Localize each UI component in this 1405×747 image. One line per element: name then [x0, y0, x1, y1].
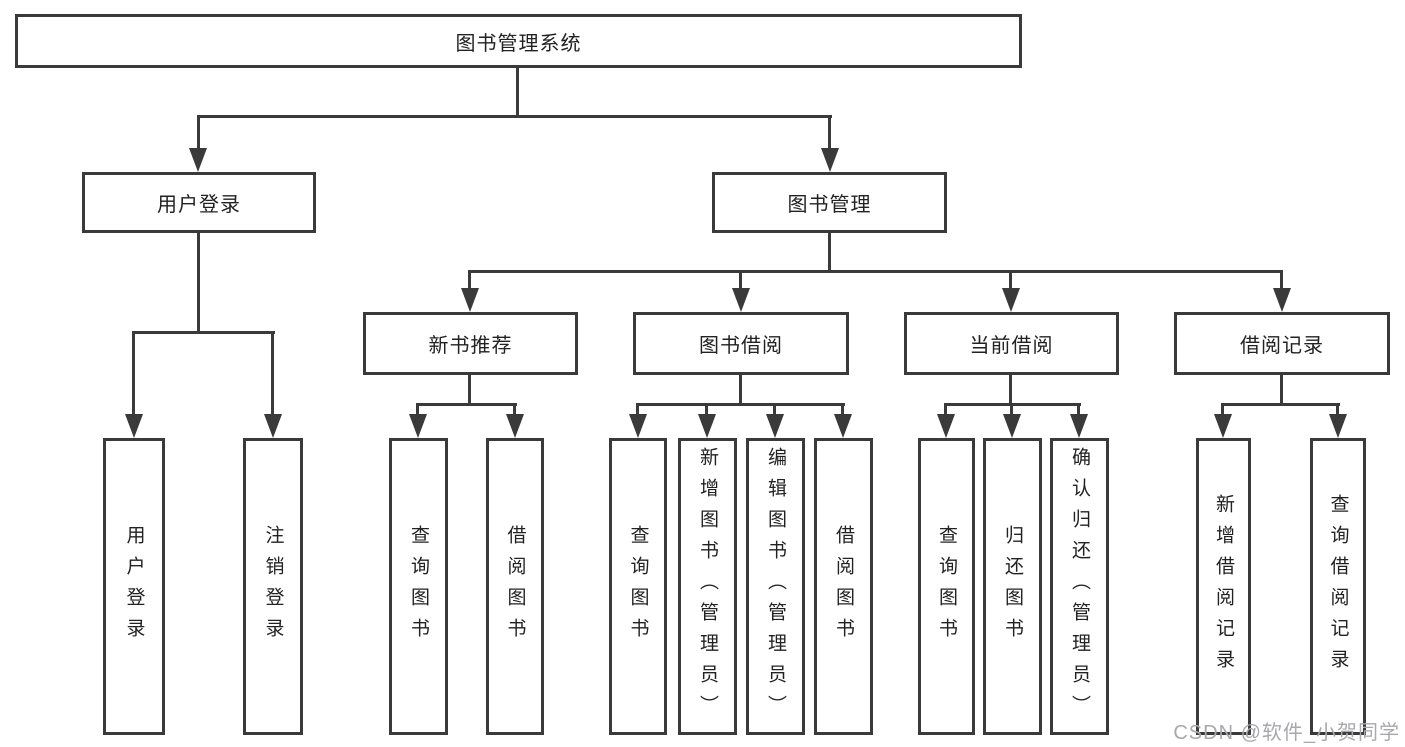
- leaf-edit-book-admin: 编辑图书（管理员）: [746, 438, 805, 735]
- arrow-down-icon: [1002, 288, 1020, 312]
- arrow-down-icon: [821, 148, 839, 172]
- connector-root-to-user-login: [197, 115, 200, 148]
- node-book-borrowing: 图书借阅: [633, 312, 849, 375]
- connector-to-new-book: [468, 270, 471, 288]
- connector-user-login-stem: [197, 233, 200, 334]
- arrow-down-icon: [1003, 414, 1021, 438]
- connector-user-login-crossbar: [132, 331, 275, 334]
- leaf-logout: 注销登录: [243, 438, 303, 735]
- connector-book-management-crossbar: [469, 270, 1283, 273]
- connector-root-crossbar: [197, 115, 832, 118]
- connector-new-book-crossbar: [417, 403, 517, 406]
- arrow-down-icon: [834, 414, 852, 438]
- node-new-book-recommend: 新书推荐: [363, 312, 578, 375]
- arrow-down-icon: [1214, 414, 1232, 438]
- connector-leaf-drop: [773, 403, 776, 414]
- connector-root-stem: [516, 68, 519, 118]
- leaf-user-login: 用户登录: [103, 438, 165, 735]
- connector-borrow-records-crossbar: [1221, 403, 1340, 406]
- connector-to-leaf-logout: [271, 331, 274, 414]
- connector-leaf-drop: [636, 403, 639, 414]
- arrow-down-icon: [409, 414, 427, 438]
- connector-to-current-borrow: [1009, 270, 1012, 288]
- arrow-down-icon: [766, 414, 784, 438]
- arrow-down-icon: [189, 148, 207, 172]
- connector-leaf-drop: [841, 403, 844, 414]
- node-borrow-records: 借阅记录: [1174, 312, 1390, 375]
- arrow-down-icon: [1329, 414, 1347, 438]
- arrow-down-icon: [1070, 414, 1088, 438]
- connector-to-leaf-user-login: [132, 331, 135, 414]
- connector-new-book-stem: [468, 375, 471, 406]
- node-current-borrowing: 当前借阅: [904, 312, 1119, 375]
- leaf-borrow-books-recommend: 借阅图书: [486, 438, 544, 735]
- connector-book-management-stem: [828, 233, 831, 273]
- arrow-down-icon: [1273, 288, 1291, 312]
- leaf-query-borrow-record: 查询借阅记录: [1310, 438, 1366, 735]
- connector-root-to-book-management: [828, 115, 831, 148]
- arrow-down-icon: [937, 414, 955, 438]
- arrow-down-icon: [506, 414, 524, 438]
- connector-book-borrow-crossbar: [636, 403, 845, 406]
- arrow-down-icon: [125, 414, 143, 438]
- leaf-add-book-admin: 新增图书（管理员）: [678, 438, 737, 735]
- connector-current-borrow-stem: [1009, 375, 1012, 406]
- leaf-add-borrow-record: 新增借阅记录: [1196, 438, 1251, 735]
- connector-to-borrow-records: [1280, 270, 1283, 288]
- connector-leaf-drop: [1010, 403, 1013, 414]
- connector-borrow-records-stem: [1280, 375, 1283, 406]
- node-library-management-system: 图书管理系统: [15, 14, 1022, 68]
- csdn-watermark: CSDN @软件_小贺同学: [1173, 722, 1400, 744]
- arrow-down-icon: [698, 414, 716, 438]
- connector-leaf-drop: [944, 403, 947, 414]
- leaf-confirm-return-admin: 确认归还（管理员）: [1050, 438, 1109, 735]
- arrow-down-icon: [461, 288, 479, 312]
- leaf-borrow-books: 借阅图书: [814, 438, 873, 735]
- leaf-query-books-recommend: 查询图书: [389, 438, 448, 735]
- node-book-management: 图书管理: [712, 172, 947, 233]
- arrow-down-icon: [732, 288, 750, 312]
- connector-leaf-drop: [705, 403, 708, 414]
- connector-leaf-drop: [1336, 403, 1339, 414]
- connector-book-borrow-stem: [739, 375, 742, 406]
- connector-leaf-drop: [513, 403, 516, 414]
- arrow-down-icon: [264, 414, 282, 438]
- leaf-query-books-current: 查询图书: [918, 438, 975, 735]
- connector-to-book-borrow: [739, 270, 742, 288]
- arrow-down-icon: [629, 414, 647, 438]
- connector-leaf-drop: [1077, 403, 1080, 414]
- leaf-return-book: 归还图书: [983, 438, 1042, 735]
- connector-leaf-drop: [1221, 403, 1224, 414]
- connector-leaf-drop: [416, 403, 419, 414]
- leaf-query-books-borrowing: 查询图书: [609, 438, 667, 735]
- node-user-login: 用户登录: [82, 172, 316, 233]
